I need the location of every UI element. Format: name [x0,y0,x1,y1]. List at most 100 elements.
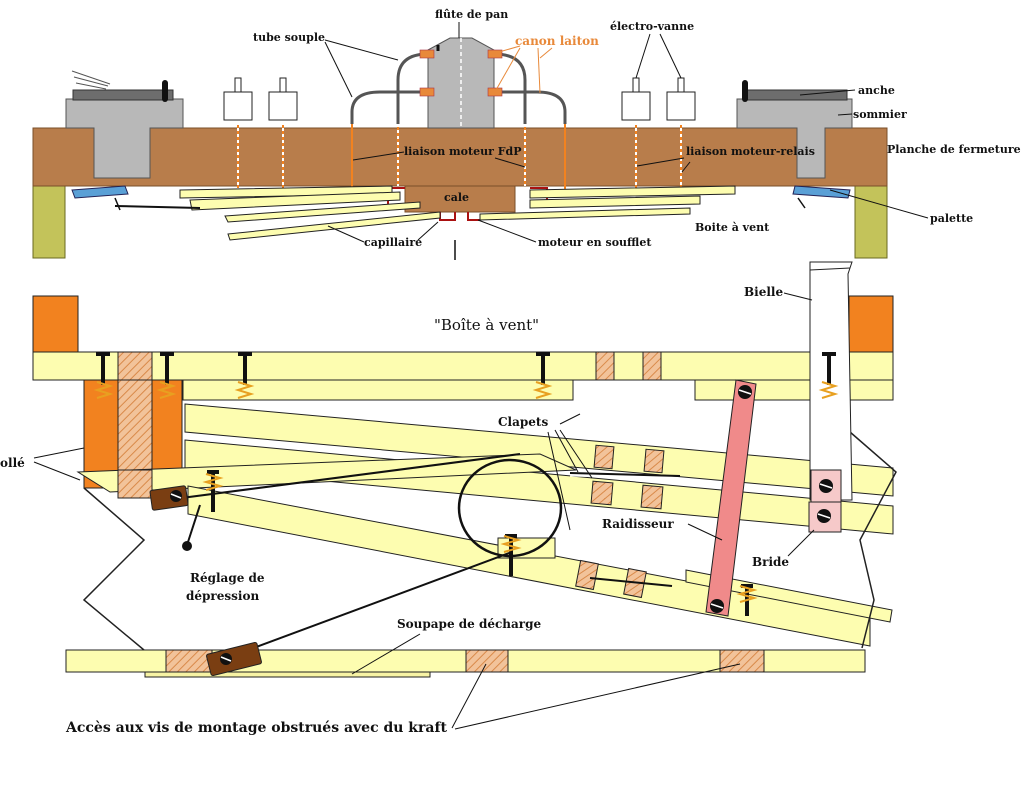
label-moteur-soufflet: moteur en soufflet [538,236,652,249]
label-palette: palette [930,212,973,225]
ptr-capillaire-2 [417,221,439,241]
raidisseur-strut [705,379,757,617]
ptr-clapets-2 [554,429,579,473]
left-post [32,185,66,259]
left-palette [71,185,129,199]
left-column-outer [83,379,119,489]
label-canon-laiton: canon laiton [515,34,599,48]
left-vibration-line-1 [71,70,111,85]
bottom-hatch-1 [165,649,213,673]
label-bielle: Bielle [744,285,783,299]
ptr-bielle [783,292,813,301]
slat-hatch-2 [640,484,664,510]
label-tube-souple: tube souple [253,31,325,44]
cale-block [404,185,516,213]
label-anche: anche [858,84,895,97]
clapet-line-1 [569,472,681,477]
ptr-canon-4 [539,47,553,59]
ptr-soupape [351,633,421,675]
top-board [32,351,894,381]
label-electro-vanne: électro-vanne [610,20,694,33]
left-sommier [65,98,184,179]
ptr-canon-2 [495,47,521,91]
ptr-ev-1 [635,33,651,79]
ptr-bride [787,529,815,557]
electro-vanne-2 [268,91,298,121]
ptr-acces-1 [451,663,487,729]
ptr-palette [829,189,929,219]
right-palette-pin [797,197,806,209]
label-cale: cale [444,191,469,204]
top-hatch-2 [595,351,615,381]
right-anche-clip [742,80,748,102]
left-column-inner [151,379,183,483]
label-sommier: sommier [853,108,907,121]
tube-souple-left-outer [350,90,428,124]
right-sommier [736,98,853,179]
tube-souple-right-outer [494,90,567,124]
under-board-left [182,379,574,401]
clapet-line-2 [589,577,673,587]
label-colle: ollé [0,456,25,470]
slat-left-2 [189,191,401,211]
label-boite-a-vent-title: "Boîte à vent" [434,316,539,334]
ptr-ev-2 [659,33,682,79]
slat-hatch-1 [590,480,614,506]
ptr-liaison-fdp-1 [352,151,405,161]
electro-vanne-4 [666,91,696,121]
bottom-section [32,261,897,678]
right-palette [792,185,851,199]
plank-channels [237,122,682,192]
ptr-acces-2 [454,663,741,730]
reglage-wire [165,453,521,501]
slat-right-3 [479,207,691,221]
label-bride: Bride [752,555,789,569]
ptr-capillaire-1 [327,225,365,243]
ptr-canon-1 [491,45,521,55]
canon-laiton-3 [419,87,435,97]
slat-hatch-5 [575,559,599,591]
diag-slat-1 [184,403,894,497]
ptr-canon-3 [537,47,541,94]
electro-vanne-1 [223,91,253,121]
clapet-line-1b [569,475,681,480]
ptr-colle-1 [33,447,85,459]
ptr-moteur [477,219,537,243]
ptr-sommier [837,113,853,116]
label-clapets: Clapets [498,415,548,429]
label-liaison-fdp: liaison moteur FdP [404,145,521,158]
soupape-screw-slot [220,656,232,662]
electro-vanne-1-pin [234,77,242,93]
ptr-tube-1 [324,39,399,61]
raidisseur-screw-top-slot [738,389,752,395]
valve-highlight-circle [457,458,563,558]
slat-right-1 [529,185,736,199]
bottom-labels: "Boîte à vent" Bielle Clapets ollé Raidi… [0,285,815,736]
top-labels: flûte de pan tube souple canon laiton él… [253,8,1021,249]
right-post [854,185,888,259]
label-liaison-relais: liaison moteur-relais [686,145,815,158]
top-hatch-1 [117,351,153,381]
reglage-block [149,485,189,511]
electro-vanne-4-pin [677,77,685,93]
raidisseur-screw-bottom-slot [710,603,724,609]
capillaire-wire [114,205,201,209]
label-raidisseur: Raidisseur [602,517,674,531]
top-left-orange-block [32,295,79,353]
left-palette-pin [114,197,121,211]
soupape-wire [231,551,513,657]
right-anche [743,89,848,101]
label-boite-a-vent-small: Boite à vent [695,221,770,234]
ptr-anche [799,89,856,96]
reglage-knob [182,541,192,551]
ptr-colle-2 [33,461,81,481]
slat-hatch-4 [643,448,665,474]
ptr-liaison-relais-2 [681,161,691,173]
ptr-raidisseur [687,523,723,541]
reglage-screw-slot [170,493,182,499]
ptr-clapets-3 [559,429,593,479]
electro-vanne-3-pin [632,77,640,93]
canon-laiton-4 [487,87,503,97]
canon-laiton-1 [419,49,435,59]
